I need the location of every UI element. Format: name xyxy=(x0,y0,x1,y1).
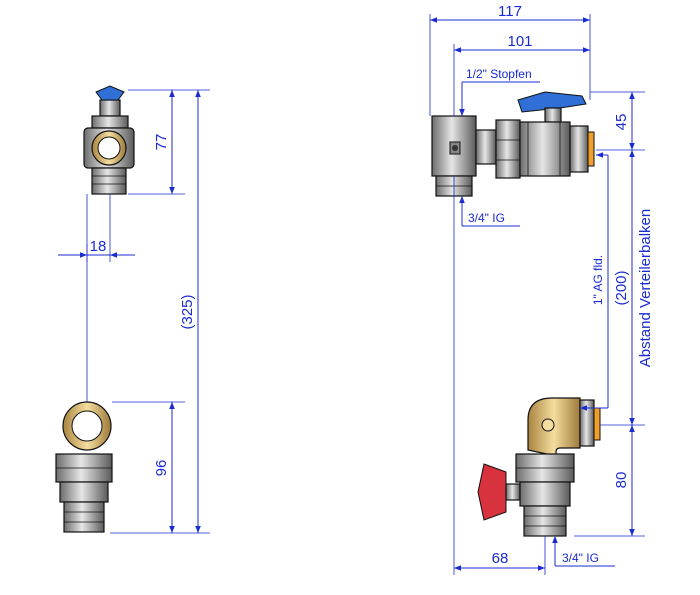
label-stopfen: 1/2" Stopfen xyxy=(466,67,532,81)
dim-45: 45 xyxy=(613,114,630,131)
label-ig-top: 3/4" IG xyxy=(468,211,505,225)
left-top-valve xyxy=(83,85,135,195)
dim-117: 117 xyxy=(498,3,522,20)
dim-325: (325) xyxy=(179,294,196,329)
dim-101: 101 xyxy=(507,33,532,50)
dim-77: 77 xyxy=(153,134,170,151)
dim-18: 18 xyxy=(90,238,107,255)
dim-80: 80 xyxy=(613,472,630,489)
label-ig-bottom: 3/4" IG xyxy=(562,551,599,565)
dim-200: (200) xyxy=(613,270,630,305)
dim-68: 68 xyxy=(492,550,509,567)
right-bottom-elbow xyxy=(477,397,601,537)
right-view: 117 101 1/2" Stopfen 3/4" IG 45 (200) Ab… xyxy=(429,3,654,575)
left-bottom-elbow xyxy=(55,401,113,533)
right-top-valve xyxy=(431,91,595,197)
label-abstand: Abstand Verteilerbalken xyxy=(637,209,654,367)
dim-96: 96 xyxy=(153,460,170,477)
label-ag-fld: 1" AG fld. xyxy=(591,255,605,305)
left-view: 77 (325) 18 96 xyxy=(55,85,210,534)
